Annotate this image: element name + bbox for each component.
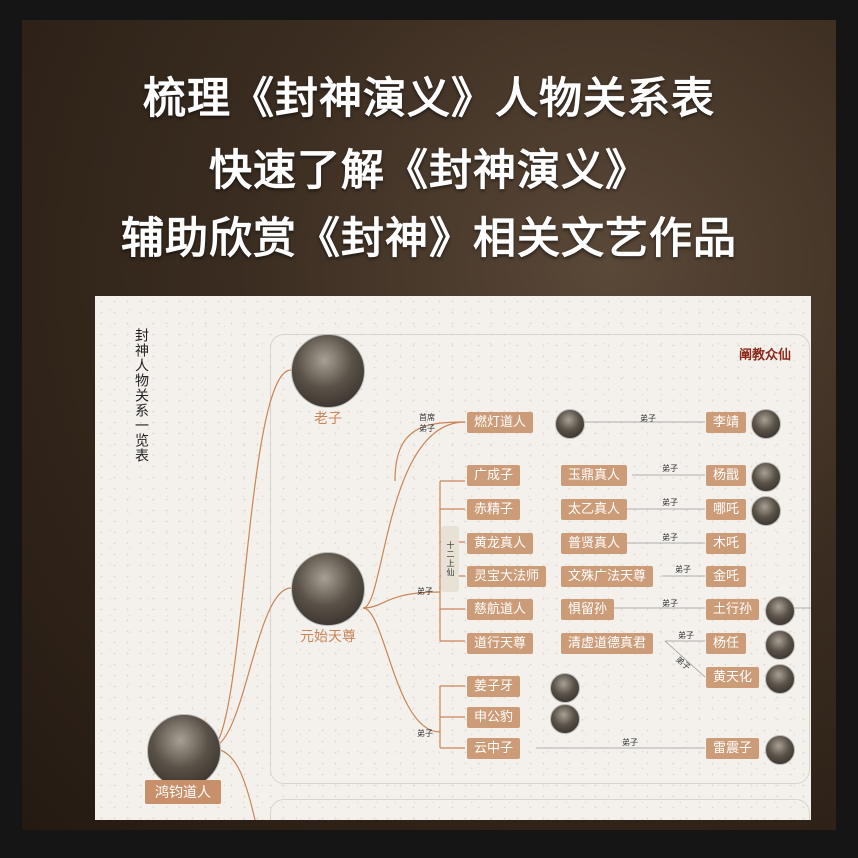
node-muzha: 木吒 xyxy=(706,533,747,554)
relation-label: 弟子 xyxy=(662,533,678,542)
node-puxian: 普贤真人 xyxy=(561,533,628,554)
relationship-chart-card: 封神人物关系一览表 阐教众仙 xyxy=(95,296,811,820)
portrait-avatar xyxy=(765,596,795,626)
relation-label: 弟子 xyxy=(417,587,433,596)
node-tuxingsun: 土行孙 xyxy=(706,599,760,620)
section-label: 阐教众仙 xyxy=(738,348,791,363)
portrait-avatar xyxy=(751,462,781,492)
relation-label: 弟子 xyxy=(678,631,694,640)
next-panel xyxy=(270,799,810,820)
relation-label: 弟子 xyxy=(662,599,678,608)
node-taiyi: 太乙真人 xyxy=(561,499,628,520)
node-huanglong: 黄龙真人 xyxy=(467,533,534,554)
node-yuding: 玉鼎真人 xyxy=(561,465,628,486)
headline-line-2: 快速了解《封神演义》 xyxy=(209,146,649,196)
relation-label: 弟子 xyxy=(417,729,433,738)
chart-vertical-title: 封神人物关系一览表 xyxy=(133,328,149,463)
portrait-avatar xyxy=(555,409,585,439)
node-qingxu: 清虚道德真君 xyxy=(561,633,654,654)
relation-label: 弟子 xyxy=(640,414,656,423)
node-guangchengzi: 广成子 xyxy=(467,465,521,486)
node-chijingzi: 赤精子 xyxy=(467,499,521,520)
chanjiao-panel xyxy=(270,334,810,784)
portrait-avatar xyxy=(765,664,795,694)
node-huangtianhua: 黄天化 xyxy=(706,667,760,688)
portrait-avatar xyxy=(550,673,580,703)
headline-line-3: 辅助欣赏《封神》相关文艺作品 xyxy=(121,214,737,264)
node-wenshu: 文殊广法天尊 xyxy=(561,566,654,587)
portrait-avatar xyxy=(765,735,795,765)
node-yunzhongzi: 云中子 xyxy=(467,738,521,759)
portrait-avatar xyxy=(751,496,781,526)
node-jinzha: 金吒 xyxy=(706,566,747,587)
node-laozi: 老子 xyxy=(314,411,342,427)
node-randeng: 燃灯道人 xyxy=(467,412,534,433)
connector-lines xyxy=(209,369,811,820)
node-hongjun: 鸿钧道人 xyxy=(145,780,221,804)
headline-line-1: 梳理《封神演义》人物关系表 xyxy=(143,74,715,124)
portrait-avatar xyxy=(550,704,580,734)
node-shengongbao: 申公豹 xyxy=(467,707,521,728)
node-leizhenzi: 雷震子 xyxy=(706,738,760,759)
group-label: 十二上仙 xyxy=(441,526,459,592)
node-yuanshi: 元始天尊 xyxy=(300,629,356,645)
relation-label: 弟子 xyxy=(662,464,678,473)
node-daoxing: 道行天尊 xyxy=(467,633,534,654)
portrait-avatar xyxy=(147,714,221,788)
portrait-avatar xyxy=(751,409,781,439)
relation-label: 弟子 xyxy=(622,738,638,747)
node-jiangziya: 姜子牙 xyxy=(467,676,521,697)
node-yangjian: 杨戬 xyxy=(706,465,747,486)
relation-label: 弟子 xyxy=(662,498,678,507)
node-lingbao: 灵宝大法师 xyxy=(467,566,547,587)
relation-label: 首席弟子 xyxy=(419,413,435,433)
node-cihang: 慈航道人 xyxy=(467,599,534,620)
node-juliusun: 惧留孙 xyxy=(561,599,615,620)
portrait-avatar xyxy=(765,630,795,660)
relation-label: 弟子 xyxy=(675,565,691,574)
node-nezha: 哪吒 xyxy=(706,499,747,520)
portrait-avatar xyxy=(291,334,365,408)
node-lijing: 李靖 xyxy=(706,412,747,433)
node-yangren: 杨任 xyxy=(706,633,747,654)
portrait-avatar xyxy=(291,552,365,626)
